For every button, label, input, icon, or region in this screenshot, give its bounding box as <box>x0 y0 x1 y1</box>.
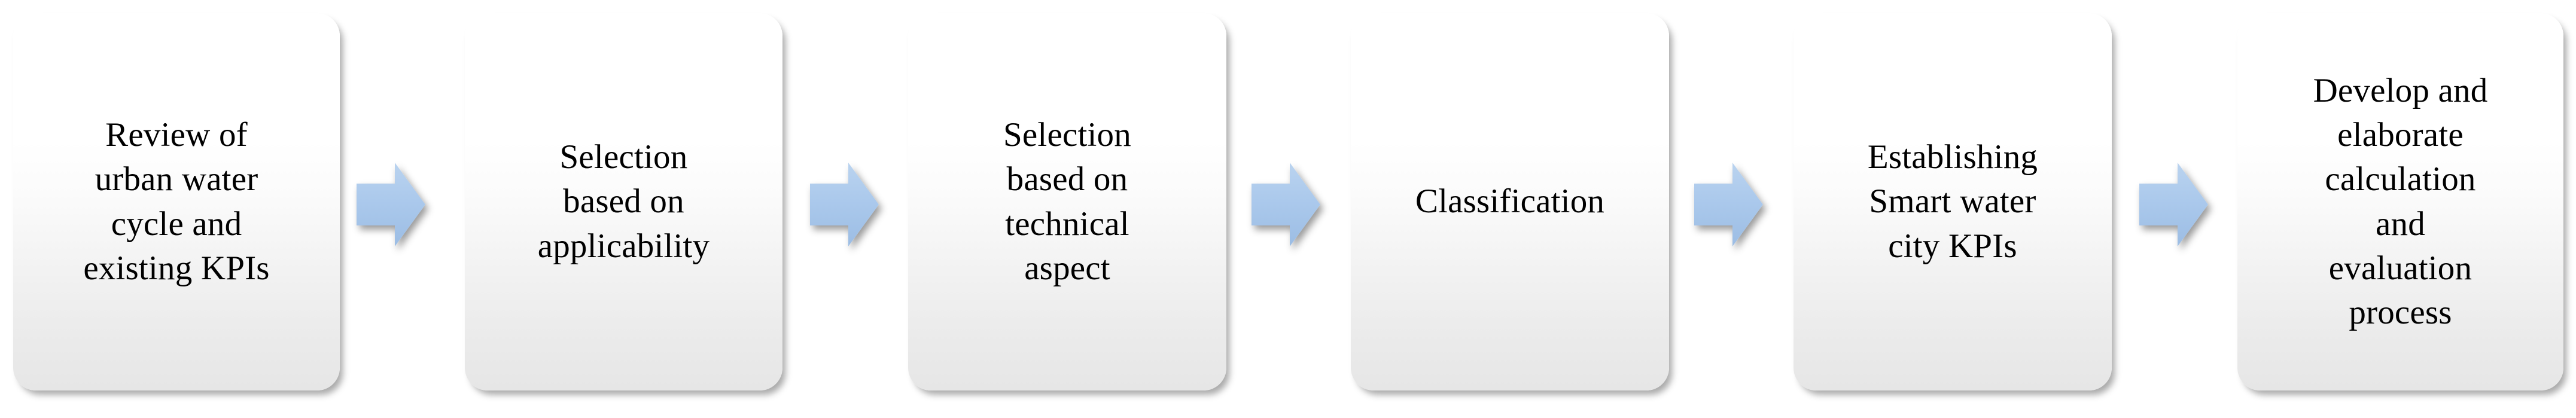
process-step-5-label: Establishing Smart water city KPIs <box>1867 138 2038 265</box>
arrow-right-icon-1 <box>357 163 427 246</box>
process-step-2-applicability[interactable]: Selection based on applicability <box>465 13 782 390</box>
arrow-right-icon-5 <box>2139 163 2210 246</box>
process-step-6-label: Develop and elaborate calculation and ev… <box>2313 72 2488 331</box>
arrow-right-icon-4 <box>1694 163 1765 246</box>
process-step-6-develop-evaluation[interactable]: Develop and elaborate calculation and ev… <box>2237 13 2563 390</box>
process-step-4-classification[interactable]: Classification <box>1351 13 1669 390</box>
process-step-5-establish-kpis[interactable]: Establishing Smart water city KPIs <box>1794 13 2112 390</box>
process-step-1-review[interactable]: Review of urban water cycle and existing… <box>13 13 340 390</box>
arrow-right-icon-3 <box>1252 163 1322 246</box>
process-step-2-label: Selection based on applicability <box>537 138 710 265</box>
process-step-3-technical[interactable]: Selection based on technical aspect <box>908 13 1226 390</box>
process-step-3-label: Selection based on technical aspect <box>1003 116 1131 287</box>
process-step-4-label: Classification <box>1415 182 1605 221</box>
arrow-right-icon-2 <box>810 163 881 246</box>
process-step-1-label: Review of urban water cycle and existing… <box>83 116 270 287</box>
